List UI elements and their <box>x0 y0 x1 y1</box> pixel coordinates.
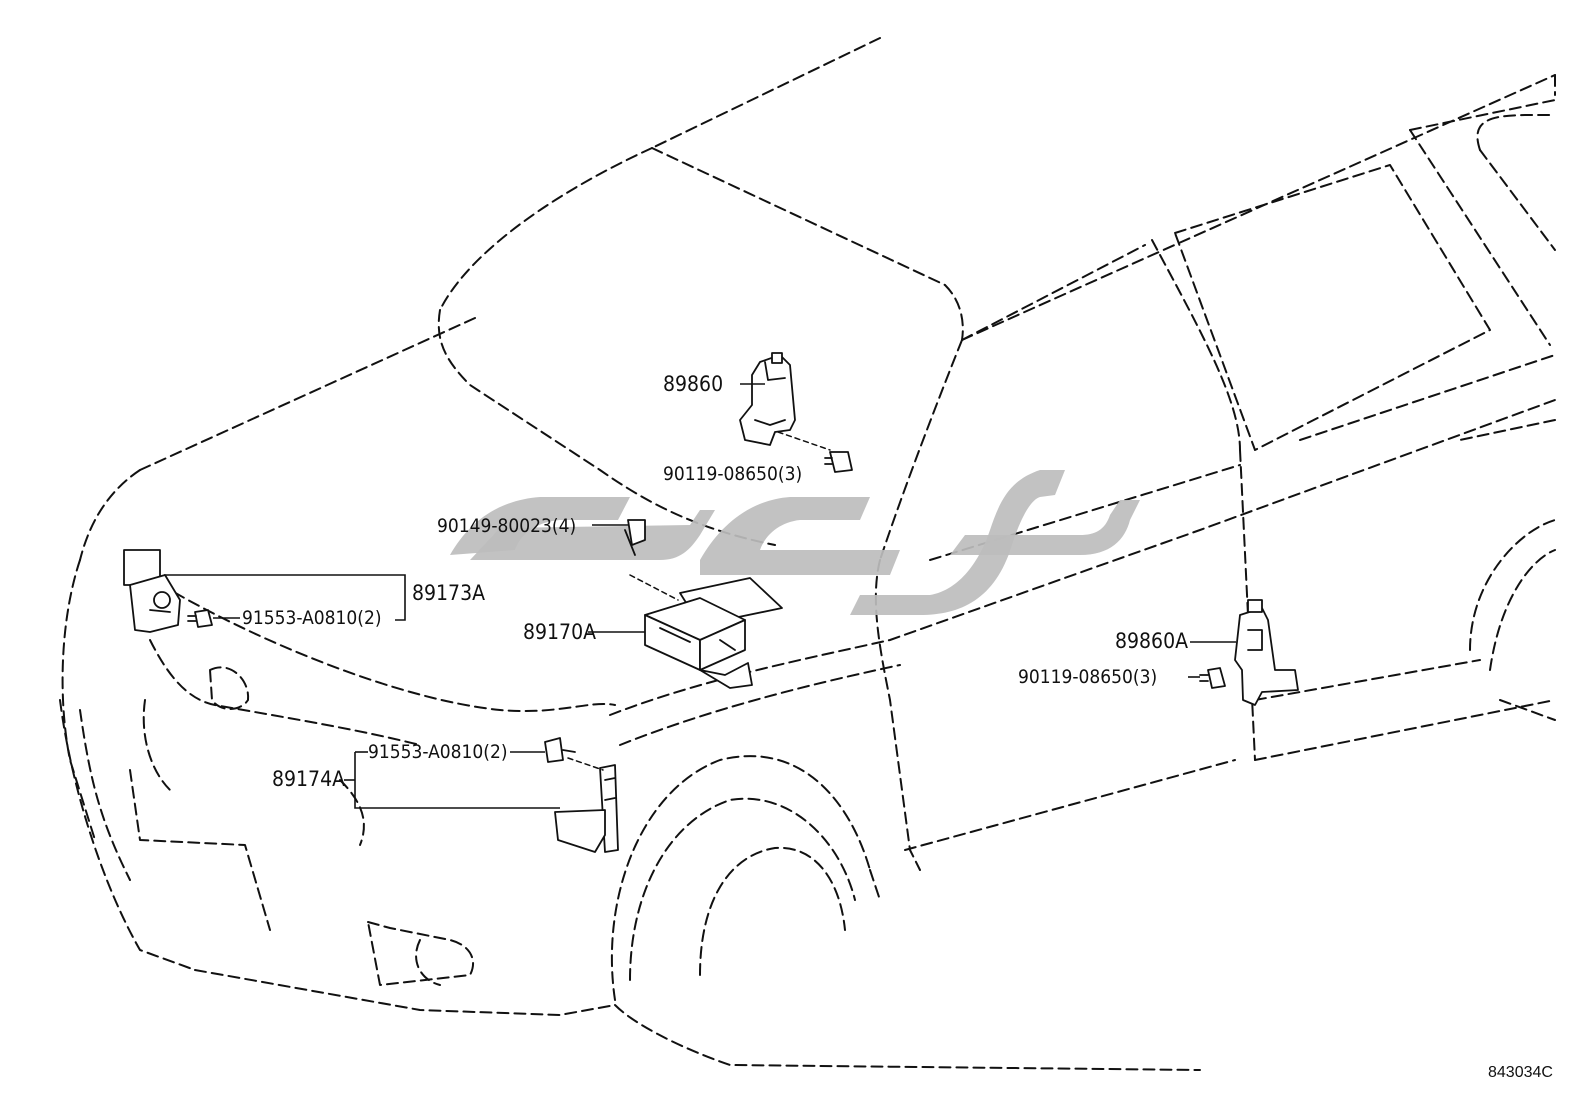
part-89173a-sensor <box>123 549 181 633</box>
vehicle-outline <box>59 37 1556 1071</box>
label-89860a: 89860A <box>1115 629 1188 653</box>
label-89860: 89860 <box>663 372 723 396</box>
bolt-90119-top <box>824 451 853 473</box>
watermark-logo <box>450 470 1140 615</box>
bolt-91553-front <box>544 737 576 763</box>
diagram-reference-number: 843034C <box>1488 1064 1553 1081</box>
part-89860a-sensor <box>1234 599 1299 706</box>
bolt-91553-left <box>187 609 213 628</box>
leader-lines <box>164 383 1236 809</box>
label-89170a: 89170A <box>523 620 596 644</box>
label-bolt-91553-front: 91553-A0810(2) <box>368 741 508 763</box>
label-bolt-90119-top: 90119-08650(3) <box>663 463 802 485</box>
label-bolt-90149: 90149-80023(4) <box>437 515 576 537</box>
part-89860-sensor <box>739 352 831 451</box>
label-89174a: 89174A <box>272 767 345 791</box>
part-89170a-ecu <box>629 574 783 689</box>
label-89173a: 89173A <box>412 581 485 605</box>
label-bolt-90119-right: 90119-08650(3) <box>1018 666 1157 688</box>
bolt-90119-right <box>1199 667 1226 689</box>
part-89174a-sensor <box>554 757 619 853</box>
label-bolt-91553-left: 91553-A0810(2) <box>242 607 382 629</box>
bolt-90149 <box>624 519 646 556</box>
